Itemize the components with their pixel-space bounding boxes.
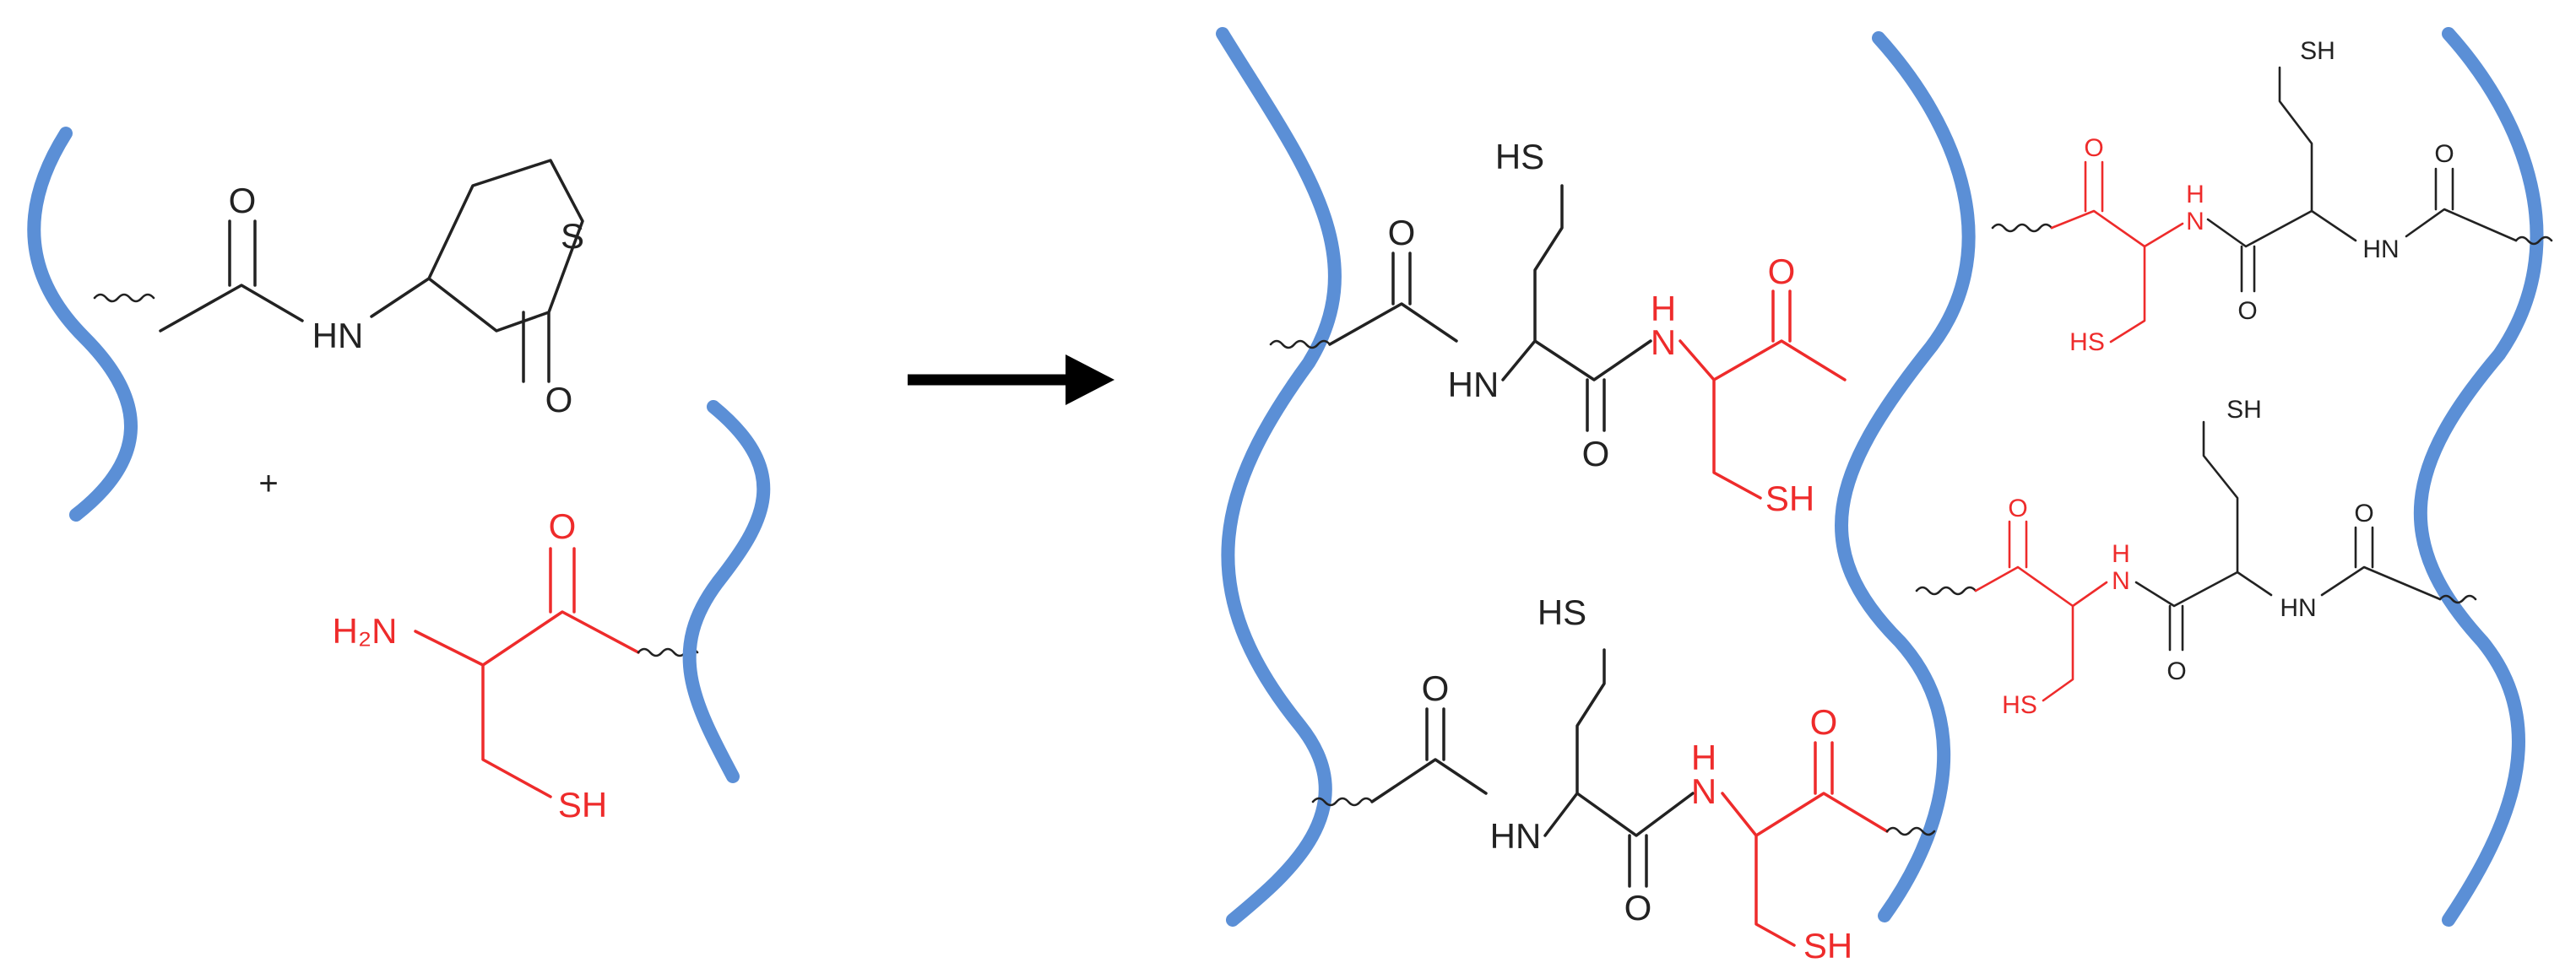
atom-o-lactone-a: O [545, 380, 573, 419]
product-1-red-bonds [1678, 289, 1847, 500]
reactant-a-thiolactone: O HN S O [27, 127, 584, 522]
product-1-linkage: HS O HN O H N O SH [1269, 137, 1847, 518]
atom-n-red-p1: N [1651, 322, 1676, 362]
product-4-red-bonds [1974, 520, 2108, 702]
atom-o-red-p3: O [2084, 134, 2103, 162]
atom-s-ring-a: S [561, 216, 584, 256]
product-4-black-bonds [2134, 420, 2442, 652]
atom-o-left-p1: O [1388, 213, 1416, 252]
reactant-b-bonds [414, 547, 640, 798]
product-3-linkage: SH O N H HS O HN O [1991, 37, 2553, 356]
wavy-bond-p3-right [2514, 235, 2553, 246]
product-3-red-bonds [2050, 160, 2184, 343]
product-2-black-bonds [1370, 648, 1695, 888]
wavy-bond-p3-left [1991, 223, 2053, 233]
atom-n-red-p4: N [2112, 567, 2130, 595]
atom-hn-p4: HN [2280, 594, 2316, 622]
atom-hn-p1: HN [1448, 365, 1500, 404]
atom-o-red-b: O [549, 506, 577, 546]
atom-hs-red-p4: HS [2002, 691, 2037, 719]
product-2-red-bonds [1721, 741, 1889, 947]
product-4-linkage: SH O N H HS O HN O [1915, 396, 2477, 719]
atom-o-mid-p1: O [1582, 434, 1610, 473]
atom-o-right-p4: O [2354, 500, 2373, 527]
reactant-a-bonds [159, 159, 584, 383]
atom-sh-top-p3: SH [2300, 37, 2335, 65]
atom-hs-red-p3: HS [2069, 328, 2105, 356]
atom-n-red-p2: N [1691, 771, 1716, 811]
atom-h2n-b: H₂N [333, 611, 398, 651]
atom-hs-top-p2: HS [1537, 592, 1586, 632]
polymer-backbone-p1 [1216, 27, 1342, 927]
atom-sh-top-p4: SH [2226, 396, 2262, 424]
atom-o-carbonyl-a: O [229, 181, 257, 220]
wavy-bond-p2-right [1885, 826, 1936, 836]
product-1-black-bonds [1328, 184, 1652, 432]
atom-o-black-p4: O [2167, 657, 2186, 685]
product-2-linkage: HS O HN O H N O SH [1311, 592, 1936, 965]
atom-o-black-p3: O [2237, 297, 2257, 325]
polymer-backbone-b [682, 400, 771, 783]
reactant-b-cysteine: O H₂N SH [333, 400, 771, 825]
atom-h-red-p1: H [1651, 289, 1676, 328]
atom-hn-p3: HN [2362, 235, 2399, 263]
atom-sh-red-p2: SH [1803, 926, 1852, 965]
atom-sh-b: SH [558, 785, 607, 825]
product-backbones [1216, 27, 2544, 927]
atom-o-red-p2: O [1810, 702, 1838, 742]
atom-hs-top-p1: HS [1495, 137, 1544, 176]
atom-hn-amide-a: HN [312, 316, 364, 355]
wavy-bond-p4-left [1915, 586, 1977, 596]
plus-sign: + [258, 465, 278, 502]
atom-n-red-p3: N [2186, 208, 2205, 235]
atom-h-red-p3: H [2186, 181, 2205, 208]
wavy-bond-p4-right [2438, 594, 2477, 604]
wavy-bond-p1-left [1269, 339, 1331, 349]
wavy-bond-p2-left [1311, 797, 1374, 807]
atom-h-red-p2: H [1691, 738, 1716, 777]
atom-hn-p2: HN [1490, 816, 1542, 856]
reaction-arrow [908, 354, 1114, 405]
atom-o-left-p2: O [1422, 668, 1450, 708]
wavy-bond-a [93, 293, 155, 303]
polymer-backbone-a [27, 127, 138, 522]
atom-o-right-p3: O [2434, 140, 2454, 168]
atom-o-red-p4: O [2008, 495, 2027, 522]
polymer-backbone-p3 [2413, 27, 2544, 927]
atom-o-mid-p2: O [1624, 888, 1652, 928]
polymer-backbone-p2 [1834, 31, 1976, 922]
atom-h-red-p4: H [2112, 540, 2130, 568]
atom-sh-red-p1: SH [1765, 479, 1814, 518]
product-3-black-bonds [2206, 66, 2518, 293]
atom-o-red-p1: O [1768, 252, 1796, 291]
